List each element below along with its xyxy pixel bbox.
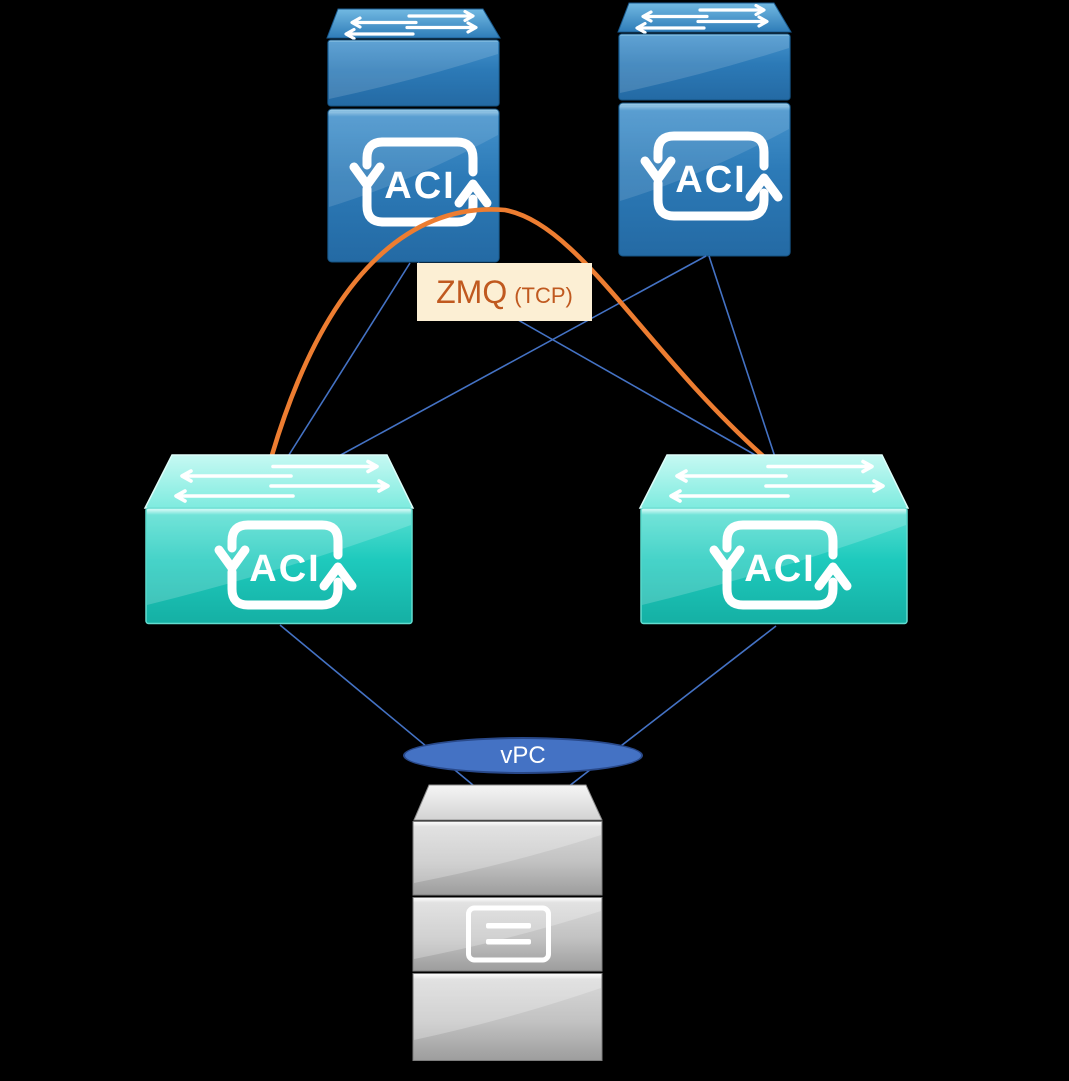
zmq-label: ZMQ (TCP) [417,263,592,321]
link-spine-left-to-leaf-left [286,262,411,459]
fabric-links [279,255,777,791]
zmq-label-text: ZMQ (TCP) [436,272,573,312]
zmq-label-sub: (TCP) [514,283,573,308]
link-spine-right-to-leaf-left [336,255,707,458]
zmq-label-main: ZMQ [436,274,508,310]
vpc-label: vPC [500,741,546,769]
zmq-link-curve [269,207,766,459]
vpc-ellipse: vPC [403,737,643,774]
link-spine-right-to-leaf-right [708,255,776,458]
